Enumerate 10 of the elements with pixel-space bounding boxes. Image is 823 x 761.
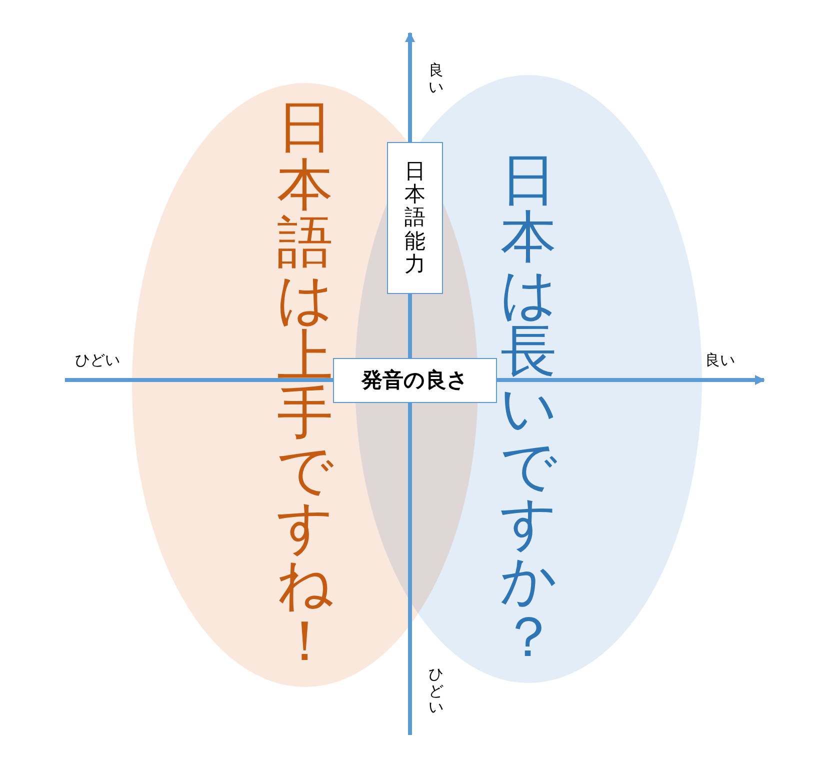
- axis-end-label: ひどい: [428, 666, 444, 716]
- axis-title: 発音の良さ: [362, 368, 468, 392]
- vertical-phrase: 日本は長いですか？: [499, 152, 558, 666]
- axis-title: 日本語能力: [404, 160, 426, 276]
- axis-end-label: ひどい: [75, 352, 120, 368]
- axis-title-box: [387, 142, 443, 294]
- axis-end-label: 良い: [428, 62, 444, 95]
- vertical-phrase: 日本語は上手ですね！: [276, 99, 334, 671]
- axis-end-label: 良い: [705, 352, 735, 368]
- axis-title-box: [333, 358, 497, 403]
